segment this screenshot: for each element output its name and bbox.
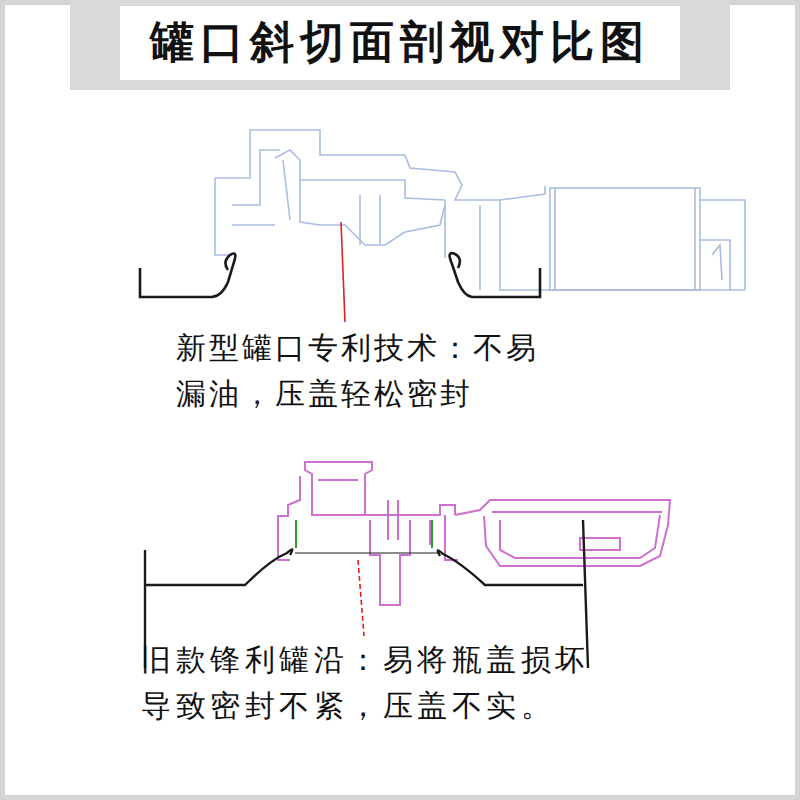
- title-band: [70, 0, 730, 90]
- cap-outline: [283, 160, 290, 220]
- cap-spout: [318, 479, 358, 481]
- cap-tray: [492, 512, 662, 558]
- roller: [712, 245, 722, 280]
- old-cap-section: [278, 462, 670, 605]
- leader-line: [358, 560, 364, 636]
- cap-outline: [215, 130, 545, 200]
- cap-outline: [278, 476, 300, 560]
- cap-tray: [580, 538, 620, 550]
- cap-outline: [215, 178, 232, 255]
- title-box: [120, 6, 680, 80]
- note-text: 旧款锋利罐沿：易将瓶盖损坏 导致密封不紧，压盖不实。: [141, 637, 603, 729]
- diagram-title: 罐口斜切面剖视对比图: [120, 12, 680, 74]
- roller: [550, 188, 700, 290]
- note-text: 新型罐口专利技术：不易 漏油，压盖轻松密封: [176, 325, 548, 417]
- cap-outline: [360, 195, 380, 245]
- cap-outline: [320, 205, 445, 245]
- can-rim: [140, 254, 235, 297]
- cap-prong: [388, 500, 398, 540]
- can-rim: [438, 550, 583, 585]
- cap-outline: [232, 224, 275, 226]
- new-cap-section: [215, 130, 745, 290]
- cap-outline: [275, 150, 320, 225]
- cap-prong: [370, 520, 410, 605]
- cap-outline: [480, 200, 745, 290]
- roller: [555, 188, 695, 290]
- seal-mark: [295, 520, 297, 548]
- new-can-rim: [140, 253, 540, 297]
- cap-outline: [300, 180, 445, 200]
- can-rim: [450, 253, 540, 297]
- cap-outline: [232, 150, 280, 205]
- cap-spout: [305, 462, 372, 515]
- cap-outline: [444, 200, 446, 258]
- rim-line: [295, 552, 440, 553]
- cap-outline: [365, 505, 455, 515]
- leader-line: [341, 222, 345, 322]
- roller: [700, 200, 745, 290]
- seal-mark: [431, 520, 433, 548]
- cap-tray: [455, 500, 670, 566]
- can-rim: [145, 549, 292, 585]
